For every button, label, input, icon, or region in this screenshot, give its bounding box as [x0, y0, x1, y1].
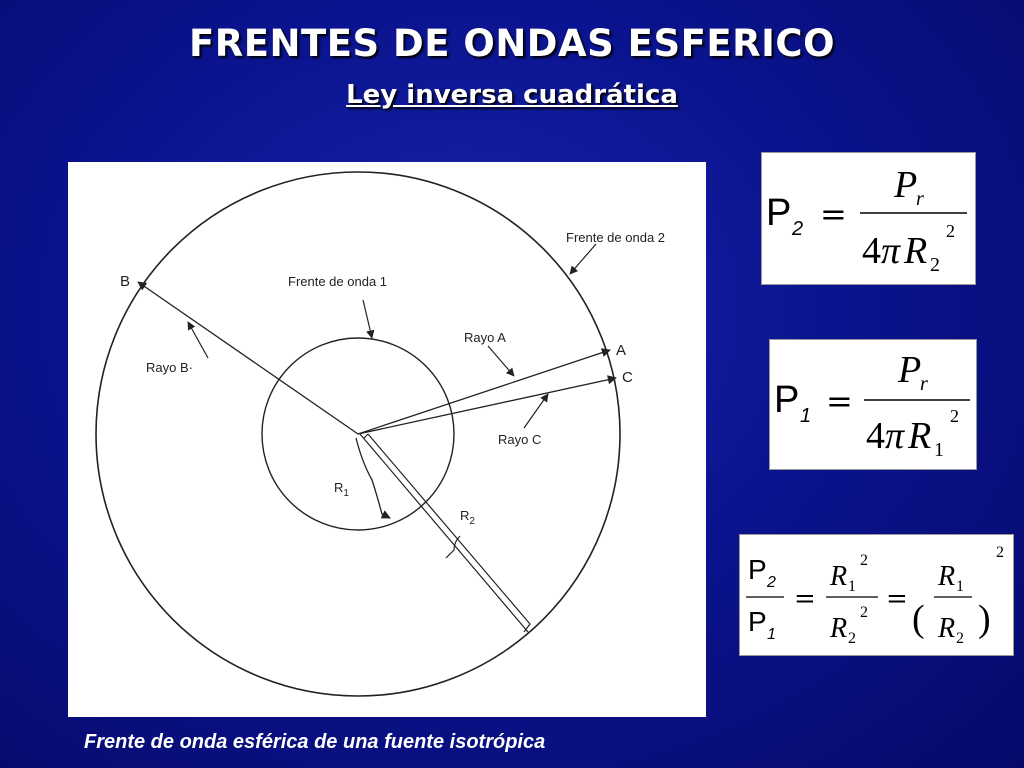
ratio-mid-den: R	[829, 613, 847, 644]
pointer-wavefront-2	[569, 243, 597, 275]
ratio-mid-num: R	[829, 561, 847, 592]
p2-num: P	[893, 164, 917, 206]
ratio-top-p: P	[748, 554, 767, 585]
ratio-top-p-sub: 2	[766, 574, 776, 591]
formula-p2: P 2 = P r 4 π R 2 2	[761, 152, 976, 285]
radius-r2-bracket	[363, 433, 531, 633]
ratio-mid-num-exp: 2	[860, 552, 868, 569]
p2-lhs: P	[766, 192, 791, 234]
radius-r2-brace	[445, 535, 461, 559]
ratio-bot-p-sub: 1	[767, 626, 776, 643]
label-ray-b: Rayo B·	[146, 360, 193, 375]
ratio-mid-num-sub: 1	[848, 578, 856, 595]
label-wavefront-1: Frente de onda 1	[288, 274, 387, 289]
p2-num-sub: r	[916, 188, 924, 210]
label-wavefront-2: Frente de onda 2	[566, 230, 665, 245]
ratio-paren-right: )	[978, 598, 991, 640]
label-ray-a: Rayo A	[464, 330, 506, 345]
p1-lhs: P	[774, 379, 799, 421]
ratio-right-den: R	[937, 613, 955, 644]
p1-den-coef: 4	[866, 415, 885, 457]
p2-den-r: R	[903, 230, 927, 272]
r1-arrow	[380, 510, 391, 519]
ratio-right-num: R	[937, 561, 955, 592]
p2-den-exp: 2	[946, 221, 955, 241]
wavefront-2-circle	[95, 171, 621, 697]
label-point-b: B	[120, 273, 130, 290]
ray-b-line	[137, 281, 359, 435]
p1-num: P	[897, 349, 921, 391]
p2-lhs-sub: 2	[791, 218, 803, 240]
figure-caption: Frente de onda esférica de una fuente is…	[84, 731, 546, 753]
ratio-paren-left: (	[912, 598, 925, 640]
wavefront-1-circle	[261, 337, 455, 531]
wavefront-diagram: Frente de onda 2 Frente de onda 1 Rayo A…	[68, 162, 706, 717]
p1-den-pi: π	[885, 415, 905, 457]
ratio-bot-p: P	[748, 606, 767, 637]
p1-num-sub: r	[920, 373, 928, 395]
label-r2: R2	[460, 508, 475, 527]
p1-den-sub: 1	[934, 439, 944, 461]
label-point-c: C	[622, 369, 633, 386]
p1-lhs-sub: 1	[800, 405, 811, 427]
formula-p1: P 1 = P r 4 π R 2 1	[769, 339, 977, 470]
ratio-right-num-sub: 1	[956, 578, 964, 595]
formula-ratio: P 2 P 1 = R 1 2 R 2 2 = ( R 1 R 2 ) 2	[739, 534, 1014, 656]
ray-c-line	[357, 375, 617, 435]
pointer-ray-b	[187, 321, 209, 359]
pointer-wavefront-1	[362, 299, 375, 339]
ratio-right-den-sub: 2	[956, 630, 964, 647]
ratio-equals-1: =	[794, 584, 816, 614]
pointer-ray-c	[523, 393, 549, 429]
slide-title: FRENTES DE ONDAS ESFERICO	[188, 22, 836, 65]
p1-equals: =	[826, 382, 853, 420]
p1-den-exp: 2	[950, 406, 959, 426]
p2-den-sub: 2	[930, 254, 940, 276]
p2-equals: =	[820, 195, 847, 233]
p2-den-coef: 4	[862, 230, 881, 272]
ratio-mid-den-exp: 2	[860, 604, 868, 621]
p2-den-pi: π	[881, 230, 901, 272]
label-ray-c: Rayo C	[498, 432, 541, 447]
ratio-equals-2: =	[886, 584, 908, 614]
label-point-a: A	[616, 342, 626, 359]
label-r1: R1	[334, 480, 349, 499]
p1-den-r: R	[907, 415, 931, 457]
slide-subtitle: Ley inversa cuadrática	[346, 80, 678, 110]
ratio-mid-den-sub: 2	[848, 630, 856, 647]
ray-a-line	[357, 348, 611, 435]
pointer-ray-a	[487, 345, 515, 377]
ratio-outer-exp: 2	[996, 544, 1004, 561]
radius-r2-line	[359, 433, 529, 633]
